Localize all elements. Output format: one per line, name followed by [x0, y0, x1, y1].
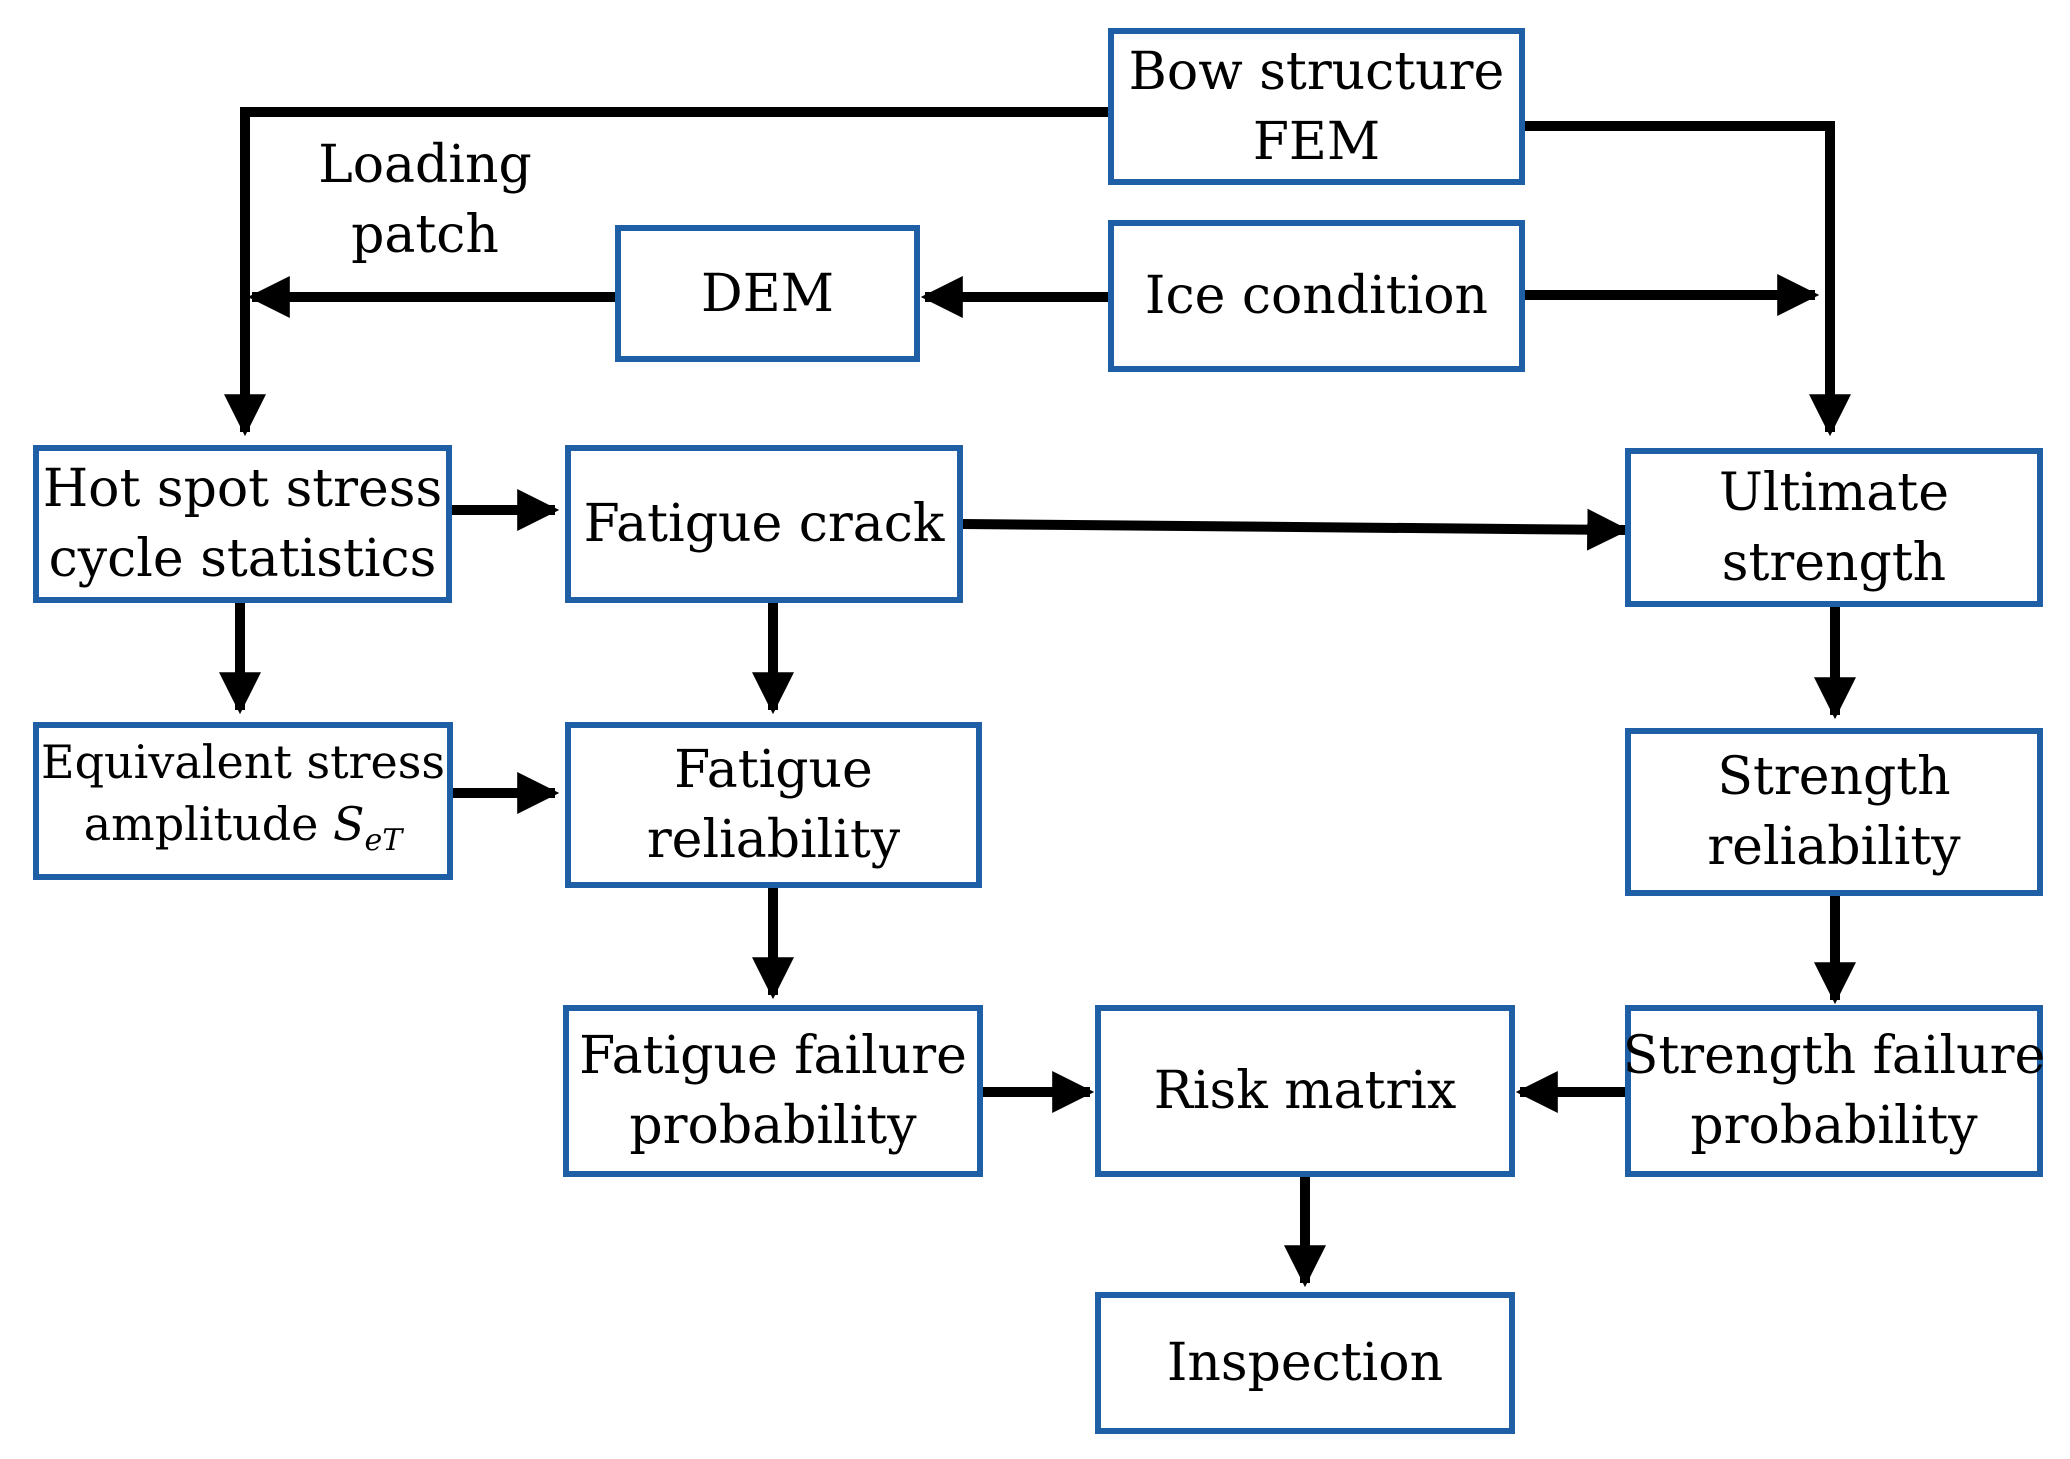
edge-bowfem-to-hotspot	[224, 107, 1108, 437]
node-risk-matrix: Risk matrix	[1095, 1005, 1515, 1177]
fatigue-reliability-line-2: reliability	[646, 810, 901, 870]
risk-matrix-line-1: Risk matrix	[1153, 1061, 1457, 1121]
node-fatigue-crack: Fatigue crack	[565, 445, 963, 603]
stress-symbol: SeT	[333, 796, 402, 858]
node-inspection: Inspection	[1095, 1292, 1515, 1434]
equivalent-stress-line-2: amplitude SeT	[84, 793, 403, 872]
hot-spot-line-1: Hot spot stress	[42, 459, 443, 519]
node-bow-structure-fem: Bow structure FEM	[1108, 28, 1525, 185]
fatigue-failure-line-2: probability	[629, 1096, 917, 1156]
stress-symbol-subscript: eT	[364, 822, 403, 858]
ultimate-strength-line-2: strength	[1721, 532, 1947, 593]
inspection-line-1: Inspection	[1166, 1333, 1444, 1393]
node-ultimate-strength: Ultimate strength	[1625, 448, 2043, 607]
node-strength-reliability: Strength reliability	[1625, 728, 2043, 896]
loading-patch-line-1: Loading	[318, 135, 532, 195]
dem-line-1: DEM	[701, 263, 834, 324]
strength-reliability-line-1: Strength	[1717, 747, 1951, 807]
node-equivalent-stress: Equivalent stress amplitude SeT	[33, 722, 453, 880]
fatigue-reliability-line-1: Fatigue	[674, 740, 873, 800]
node-fatigue-failure-probability: Fatigue failure probability	[563, 1005, 983, 1177]
fatigue-failure-line-1: Fatigue failure	[579, 1026, 967, 1086]
ice-condition-line-1: Ice condition	[1144, 266, 1489, 326]
loading-patch-label: Loading patch	[315, 130, 535, 270]
strength-failure-line-2: probability	[1690, 1096, 1978, 1156]
node-strength-failure-probability: Strength failure probability	[1622, 1005, 2046, 1177]
stress-symbol-base: S	[333, 796, 365, 851]
strength-reliability-line-2: reliability	[1707, 817, 1961, 877]
bow-fem-line-1: Bow structure	[1128, 41, 1505, 102]
ultimate-strength-line-1: Ultimate	[1719, 462, 1949, 523]
node-fatigue-reliability: Fatigue reliability	[565, 722, 982, 888]
node-hot-spot-stress: Hot spot stress cycle statistics	[33, 445, 452, 603]
node-dem: DEM	[615, 225, 920, 362]
fatigue-crack-line-1: Fatigue crack	[583, 494, 945, 554]
node-ice-condition: Ice condition	[1108, 220, 1525, 372]
loading-patch-line-2: patch	[351, 205, 499, 265]
hot-spot-line-2: cycle statistics	[48, 529, 437, 589]
strength-failure-line-1: Strength failure	[1622, 1026, 2046, 1086]
edge-bowfem-to-ultimate	[1525, 121, 1851, 437]
equivalent-stress-line-1: Equivalent stress	[41, 734, 445, 789]
bow-fem-line-2: FEM	[1252, 111, 1381, 172]
edge-crack-to-ultimate	[962, 508, 1630, 551]
equivalent-stress-prefix: amplitude	[83, 796, 334, 851]
